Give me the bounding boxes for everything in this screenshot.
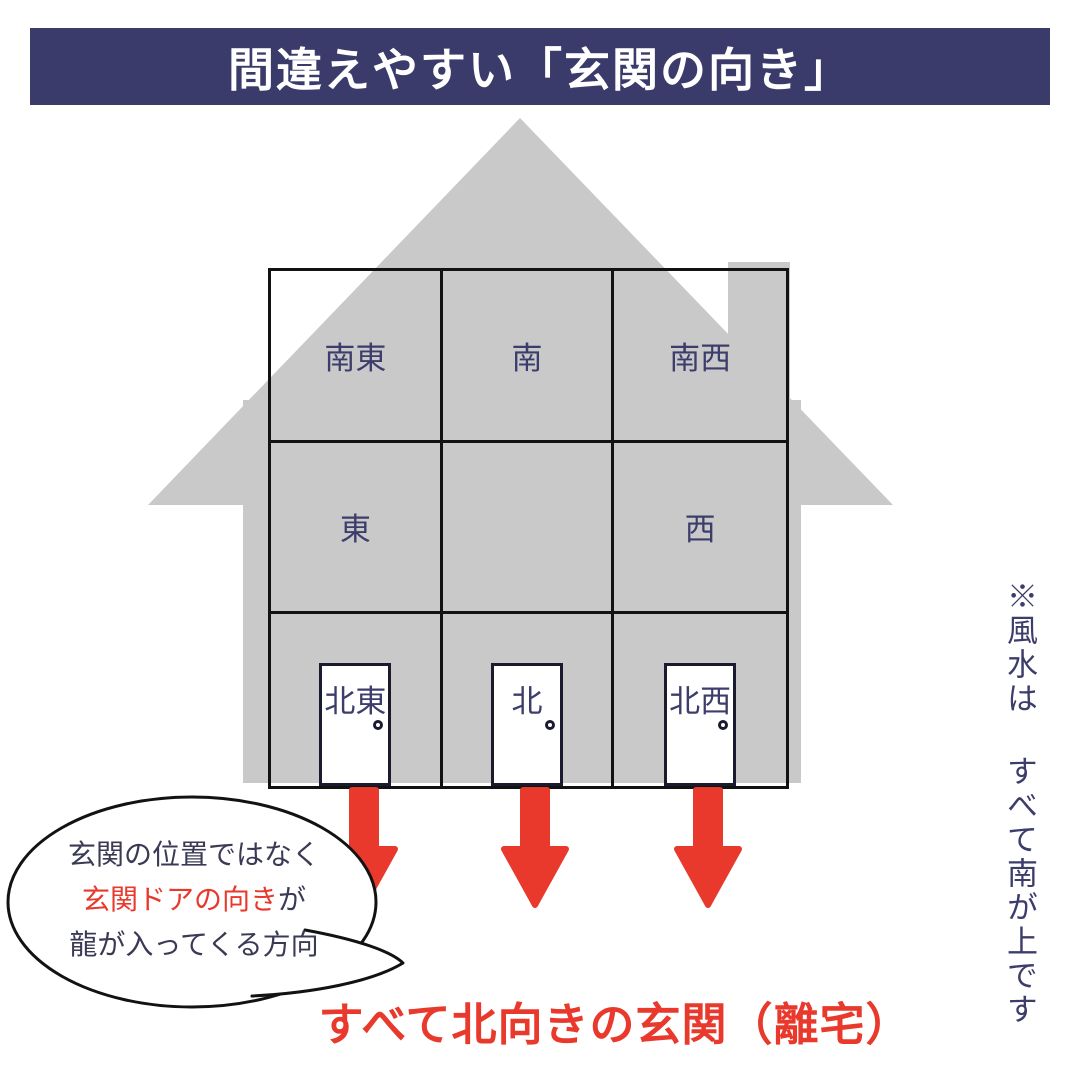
- title-banner: 間違えやすい「玄関の向き」: [30, 28, 1050, 105]
- direction-label-west: 西: [684, 512, 716, 548]
- bubble-line-2: 玄関ドアの向きが: [14, 877, 374, 922]
- direction-label-northwest: 北西: [669, 684, 732, 720]
- direction-label-north: 北: [511, 684, 543, 720]
- page-title: 間違えやすい「玄関の向き」: [228, 43, 852, 96]
- bottom-caption: すべて北向きの玄関（離宅）: [318, 999, 912, 1050]
- door-knob-icon: [373, 720, 384, 730]
- grid-cell-center: [442, 442, 615, 615]
- grid-cell-northeast: 北東: [271, 614, 443, 786]
- bubble-line-1: 玄関の位置ではなく: [67, 839, 320, 870]
- direction-label-northeast: 北東: [324, 684, 387, 720]
- grid-cell-southeast: 南東: [271, 271, 443, 443]
- grid-cell-north: 北: [443, 614, 615, 786]
- grid-cell-east: 東: [271, 442, 443, 615]
- grid-cell-northwest: 北西: [614, 614, 786, 786]
- direction-label-southeast: 南東: [324, 340, 387, 376]
- grid-cell-west: 西: [614, 443, 786, 615]
- door-knob-icon: [718, 720, 729, 730]
- bubble-line-2-tail: が: [278, 884, 307, 915]
- direction-grid: 南東 南 南西 東 西 北東 北: [268, 268, 789, 789]
- direction-label-southwest: 南西: [669, 340, 732, 376]
- entrance-door-northwest: [664, 663, 737, 786]
- door-knob-icon: [544, 720, 555, 730]
- entrance-door-north: [490, 663, 563, 786]
- grid-cell-southwest: 南西: [614, 271, 786, 443]
- speech-bubble-text: 玄関の位置ではなく 玄関ドアの向きが 龍が入ってくる方向: [14, 832, 374, 967]
- bubble-highlight: 玄関ドアの向き: [81, 884, 278, 915]
- vertical-side-note: ※風水は すべて南が上です: [1001, 580, 1037, 1027]
- direction-label-south: 南: [511, 340, 543, 376]
- direction-label-east: 東: [339, 512, 371, 548]
- grid-cell-south: 南: [442, 271, 615, 443]
- entrance-door-northeast: [319, 663, 392, 786]
- bubble-line-3: 龍が入ってくる方向: [69, 929, 319, 960]
